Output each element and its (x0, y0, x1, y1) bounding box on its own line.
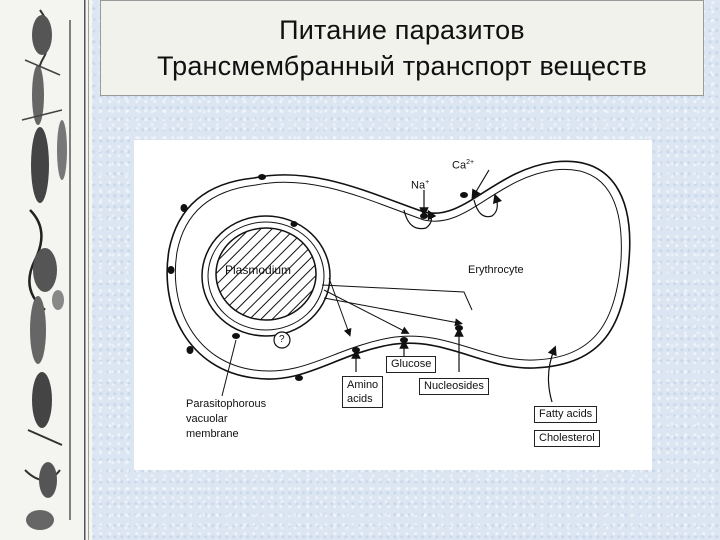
ca-ion-label: Ca2+ (452, 159, 475, 172)
slide-title-box: Питание паразитов Трансмембранный трансп… (100, 0, 704, 96)
erythrocyte-label: Erythrocyte (468, 264, 524, 276)
cholesterol-box: Cholesterol (534, 430, 600, 447)
slide-title: Питание паразитов (279, 15, 525, 45)
decorative-specimen-strip (0, 0, 92, 540)
specimen-drawings-icon (21, 0, 89, 540)
cell-diagram-drawing (166, 160, 631, 403)
nucleosides-box: Nucleosides (419, 378, 489, 395)
vacuole-membrane (201, 215, 331, 337)
plasmodium-body (215, 227, 317, 321)
plasmodium-label: Plasmodium (225, 263, 292, 277)
glucose-box: Glucose (386, 356, 437, 373)
unknown-transporter-label: ? (279, 334, 285, 345)
transport-diagram: Plasmodium Erythrocyte ? Na+ Ca2+ Glucos… (134, 140, 652, 470)
na-ion-label: Na+ (411, 179, 430, 192)
fatty-acids-box: Fatty acids (534, 406, 598, 423)
erythrocyte-membrane-inner (174, 168, 622, 372)
amino-acids-box: Amino acids (342, 376, 384, 408)
slide-subtitle: Трансмембранный транспорт веществ (156, 51, 648, 81)
erythrocyte-membrane (166, 160, 631, 380)
pvm-label: Parasitophorous vacuolar membrane (186, 398, 267, 440)
